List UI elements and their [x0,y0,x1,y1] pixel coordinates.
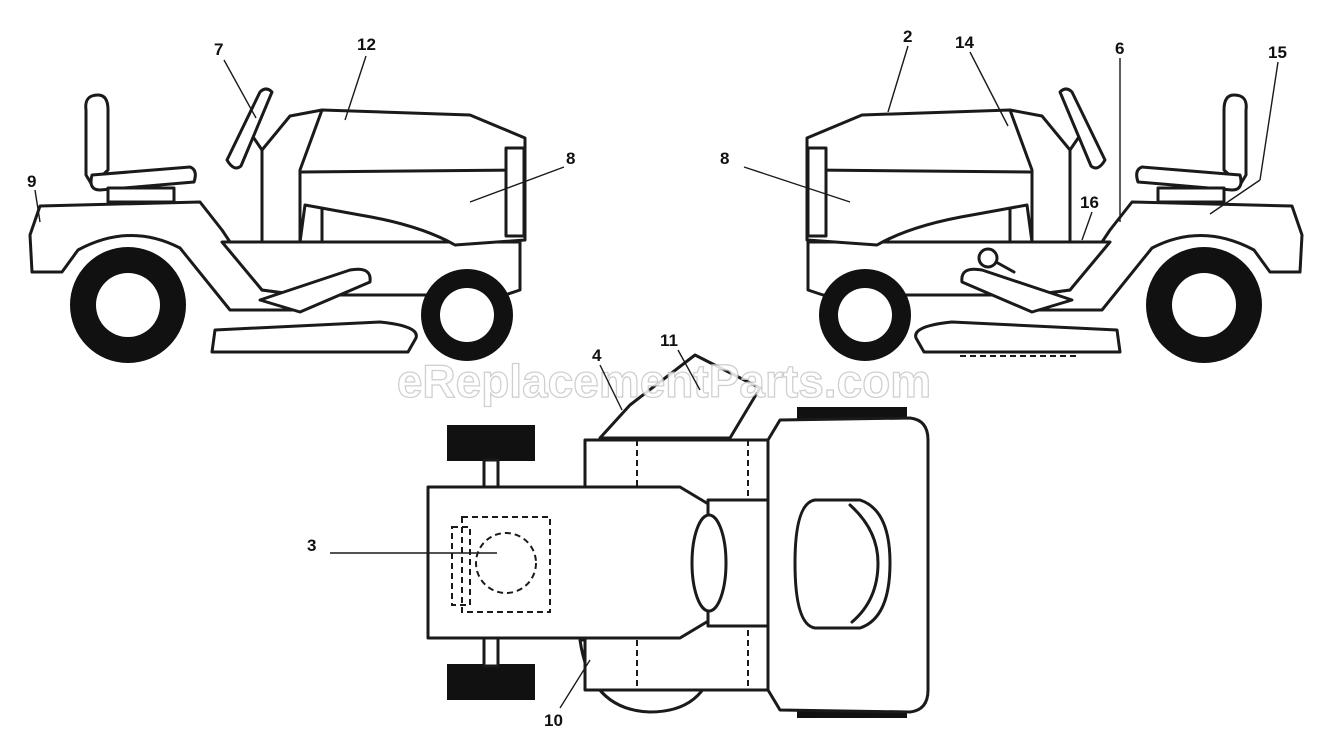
left-side-view [28,87,527,363]
seat-back [1222,93,1248,187]
seat-base [106,186,176,204]
leader-8-right [743,166,851,203]
callout-12: 12 [357,35,376,54]
top-view [426,353,930,718]
hood-crease [810,168,1032,174]
hood-decal-inner [451,526,471,606]
leader-15b [1209,179,1261,215]
leader-10 [559,659,591,709]
rear-wheel-hub [1172,273,1236,337]
watermark: eReplacementParts.com [397,355,931,407]
steering-wheel [225,87,274,170]
hood-decal-outline [461,516,551,613]
leader-4 [599,364,623,411]
hood [298,108,527,247]
leader-lines [34,45,1279,709]
foot-pedal [960,267,1074,314]
leader-16 [1081,211,1093,241]
foot-pedal [258,267,372,314]
hood-crease [300,168,522,174]
callout-11: 11 [660,331,678,350]
leader-9 [34,189,41,223]
seat-back [84,93,110,187]
right-side-view [805,87,1304,363]
leader-15 [1259,61,1279,181]
steering-wheel-top [690,513,728,613]
ignition-key [977,247,999,269]
front-axle-bottom [482,636,500,668]
leader-14 [969,51,1009,127]
callout-9: 9 [27,172,36,191]
callout-7: 7 [214,40,223,59]
hood [805,108,1034,247]
mower-deck [210,320,418,354]
front-wheel-hub [838,288,892,342]
callout-8-left: 8 [566,149,575,168]
callout-8-right: 8 [720,149,729,168]
callout-16: 16 [1080,193,1099,212]
callout-10: 10 [544,711,563,730]
front-right-tire [447,664,535,700]
discharge-chute [598,353,762,440]
seat-back-top [848,503,880,624]
seat-cushion [89,165,197,192]
seat-cushion [1135,165,1243,192]
callout-3: 3 [307,536,316,555]
callout-4: 4 [592,346,602,365]
callout-14: 14 [955,33,974,52]
leader-2 [887,45,909,113]
dash-console [260,108,324,244]
steering-wheel [1058,87,1107,170]
leader-11 [677,349,701,391]
rear-wheel-hub [96,273,160,337]
ignition-key-stem [994,260,1016,274]
headlight-grille [504,146,526,238]
front-wheel-hub [440,288,494,342]
seat-top [793,498,892,630]
dash-console [1008,108,1072,244]
seat-base [1156,186,1226,204]
callout-15: 15 [1268,43,1287,62]
callout-6: 6 [1115,39,1124,58]
headlight-grille [806,146,828,238]
mower-deck [914,320,1122,354]
leader-7 [223,59,257,119]
callout-2: 2 [903,27,912,46]
hood-decal-circle [475,532,537,594]
leader-12 [344,55,367,121]
front-left-tire [447,425,535,461]
leader-8-left [469,166,565,203]
callouts: 7 12 8 9 2 14 6 15 8 16 11 4 3 10 [27,27,1287,730]
